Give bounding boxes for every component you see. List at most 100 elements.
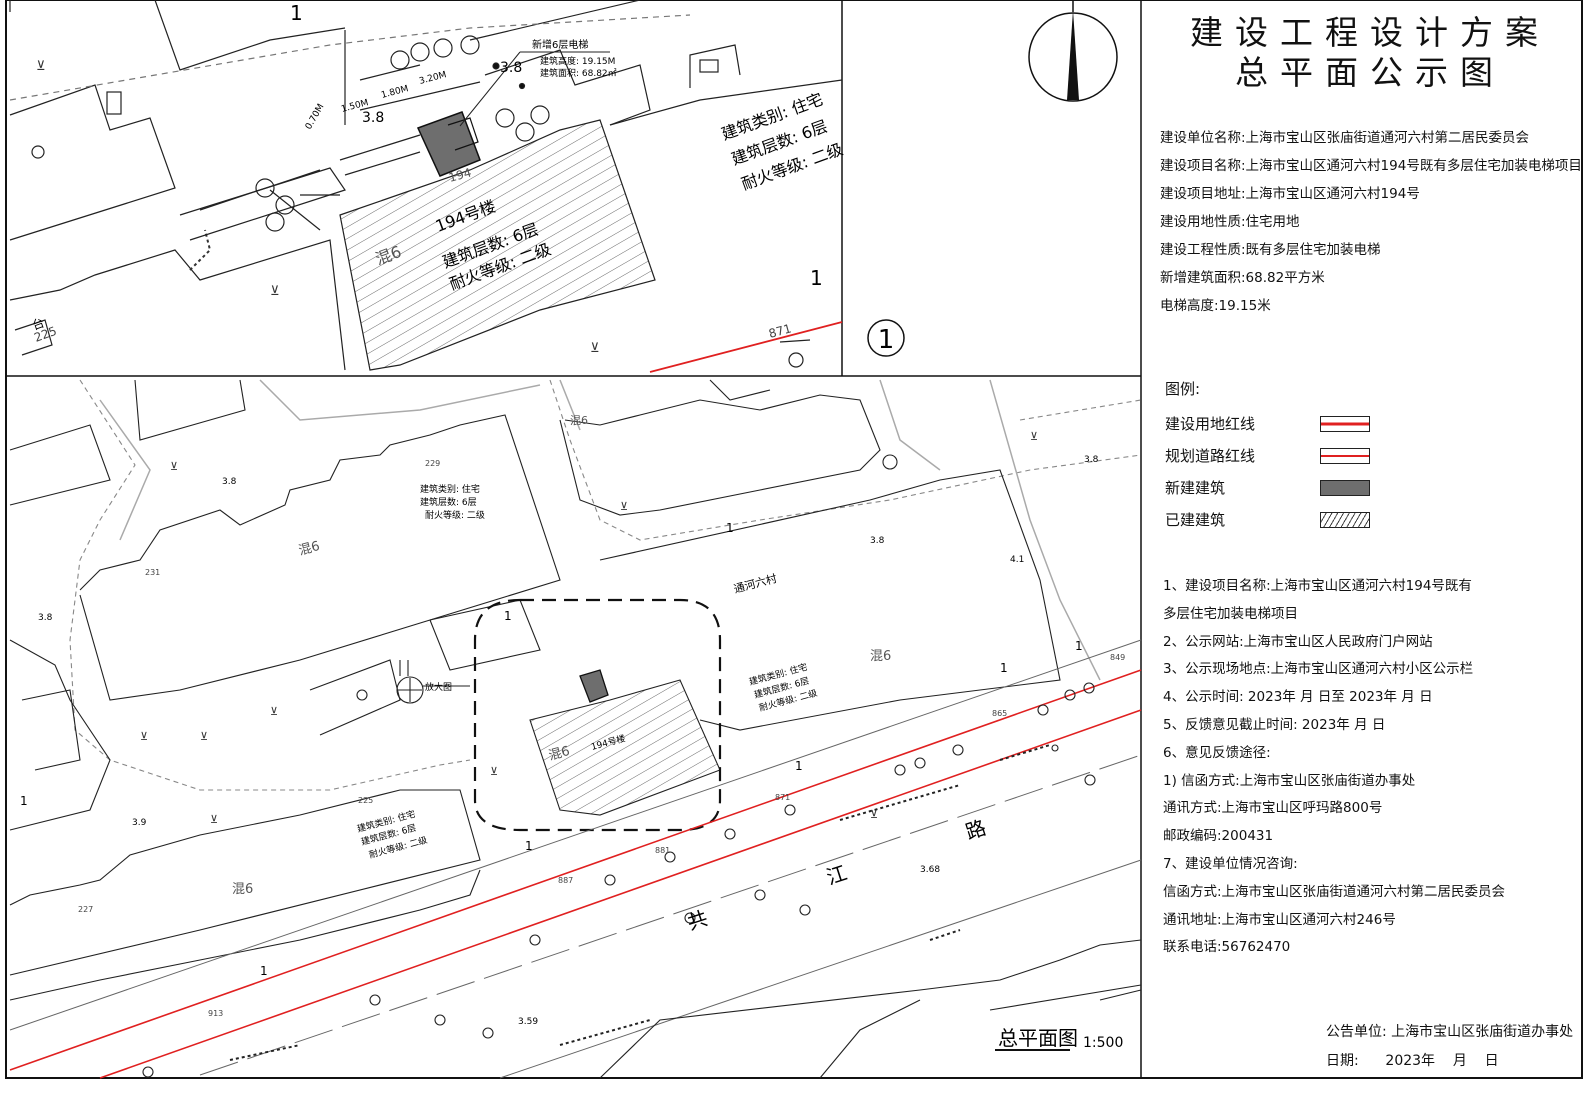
sheet-subtitle: 总平面公示图 xyxy=(1235,53,1505,92)
project-highlight-boundary xyxy=(473,598,722,832)
site-map xyxy=(9,379,1142,1079)
note-line: 1、建设项目名称:上海市宝山区通河六村194号既有 xyxy=(1163,578,1472,594)
structure-mark: 混6 xyxy=(870,649,891,664)
detail-index-circle xyxy=(867,319,905,357)
elevation-mark: 4.1 xyxy=(1010,555,1024,565)
info-line: 建设项目地址:上海市宝山区通河六村194号 xyxy=(1160,186,1420,202)
building-number: 227 xyxy=(78,905,93,914)
sheet-frame xyxy=(5,0,1583,1079)
elevation-mark: 3.8 xyxy=(222,477,237,487)
parcel-number: 1 xyxy=(504,609,512,623)
tree-symbol: ⊻ xyxy=(590,341,600,356)
legend-swatch-new-building xyxy=(1320,480,1370,496)
note-line: 3、公示现场地点:上海市宝山区通河六村小区公示栏 xyxy=(1163,661,1474,678)
tree-symbol: ⊻ xyxy=(620,500,628,513)
project-info: 建设单位名称:上海市宝山区张庙街道通河六村第二居民委员会 建设项目名称:上海市宝… xyxy=(1160,124,1582,320)
elevator-height: 建筑高度: 19.15M xyxy=(540,55,615,67)
parcel-number: 1 xyxy=(20,794,28,808)
new-elevator-block xyxy=(416,111,481,177)
info-line: 建设项目名称:上海市宝山区通河六村194号既有多层住宅加装电梯项目 xyxy=(1160,158,1582,174)
plan-title: 总平面图 xyxy=(998,1026,1078,1050)
publisher: 公告单位: 上海市宝山区张庙街道办事处 xyxy=(1326,1024,1574,1040)
legend-label: 新建建筑 xyxy=(1165,479,1226,497)
elevation-mark: 3.8 xyxy=(38,613,53,623)
building-number: 229 xyxy=(425,459,440,468)
detail-map xyxy=(9,0,843,373)
plan-scale: 1:500 xyxy=(1083,1035,1123,1051)
elevation-mark: 3.8 xyxy=(870,536,885,546)
dimension: 0.70M xyxy=(304,102,327,131)
building-type: 建筑类别: 住宅 xyxy=(420,483,480,495)
elevation-mark: 3.8 xyxy=(362,110,384,126)
north-arrow-icon xyxy=(1028,0,1118,102)
tree-symbol: ⊻ xyxy=(870,808,878,821)
legend-label: 规划道路红线 xyxy=(1165,447,1256,465)
detail-index-number: 1 xyxy=(878,325,895,355)
building-fire-grade: 耐火等级: 二级 xyxy=(425,509,485,521)
tree-symbol: ⊻ xyxy=(170,460,178,473)
building-floors: 建筑层数: 6层 xyxy=(420,496,477,508)
building-number: 194 xyxy=(447,165,473,184)
road-number: 887 xyxy=(558,876,573,885)
road-name: 共 江 路 xyxy=(684,797,1046,935)
parcel-number: 1 xyxy=(1000,661,1008,675)
info-line: 建设工程性质:既有多层住宅加装电梯 xyxy=(1160,242,1381,258)
tree-symbol: ⊻ xyxy=(1030,430,1038,443)
info-line: 建设用地性质:住宅用地 xyxy=(1160,214,1300,230)
info-line: 新增建筑面积:68.82平方米 xyxy=(1160,270,1325,286)
marker-label: 台 xyxy=(30,315,46,333)
sheet-title: 建设工程设计方案 xyxy=(1190,13,1550,52)
note-line: 多层住宅加装电梯项目 xyxy=(1163,605,1298,622)
tree-symbol: ⊻ xyxy=(200,730,208,743)
elevator-label: 新增6层电梯 xyxy=(532,38,588,51)
note-line: 2、公示网站:上海市宝山区人民政府门户网站 xyxy=(1163,633,1433,650)
elevation-mark: 3.9 xyxy=(132,818,147,828)
elevation-mark: 3.59 xyxy=(518,1017,538,1027)
tree-symbol: ⊻ xyxy=(270,284,280,299)
info-line: 建设单位名称:上海市宝山区张庙街道通河六村第二居民委员会 xyxy=(1160,130,1530,146)
tree-symbol: ⊻ xyxy=(490,765,498,778)
building-number: 231 xyxy=(145,568,160,577)
notice-date: 日期: 2023年 月 日 xyxy=(1326,1053,1499,1069)
road-number: 849 xyxy=(1110,653,1125,662)
note-line: 联系电话:56762470 xyxy=(1163,939,1291,956)
tree-symbol: ⊻ xyxy=(210,813,218,826)
dimension: 3.20M xyxy=(418,70,447,87)
enlarge-label: 放大图 xyxy=(425,681,452,693)
planned-road-red-line xyxy=(9,669,1142,1071)
structure-mark: 混6 xyxy=(547,744,571,764)
site-red-line xyxy=(99,709,1142,1079)
road-number: 881 xyxy=(655,846,670,855)
parcel-number: 1 xyxy=(260,964,268,978)
elevator-area: 建筑面积: 68.82㎡ xyxy=(540,67,617,79)
structure-mark: 混6 xyxy=(297,539,321,559)
elevation-mark: 3.68 xyxy=(920,865,940,875)
note-line: 4、公示时间: 2023年 月 日至 2023年 月 日 xyxy=(1163,689,1433,706)
note-line: 7、建设单位情况咨询: xyxy=(1163,855,1298,872)
note-line: 通讯方式:上海市宝山区呼玛路800号 xyxy=(1163,800,1383,817)
elevation-mark: 3.8 xyxy=(500,60,522,76)
note-line: 5、反馈意见截止时间: 2023年 月 日 xyxy=(1163,716,1386,733)
parcel-number: 1 xyxy=(525,839,533,853)
road-number: 913 xyxy=(208,1009,223,1018)
red-site-line xyxy=(649,321,843,373)
note-line: 邮政编码:200431 xyxy=(1163,828,1274,845)
note-line: 通讯地址:上海市宝山区通河六村246号 xyxy=(1163,911,1396,928)
info-line: 电梯高度:19.15米 xyxy=(1160,298,1271,314)
legend-heading: 图例: xyxy=(1165,380,1201,398)
elevation-mark: 3.8 xyxy=(1084,455,1099,465)
village-name: 通河六村 xyxy=(732,571,778,596)
tree-symbol: ⊻ xyxy=(140,730,148,743)
structure-mark: 混6 xyxy=(570,414,588,427)
legend-swatch-existing-building xyxy=(1320,512,1370,528)
parcel-number: 1 xyxy=(1075,639,1083,653)
note-line: 信函方式:上海市宝山区张庙街道通河六村第二居民委员会 xyxy=(1163,883,1506,900)
tree-symbol: ⊻ xyxy=(270,705,278,718)
legend-label: 已建建筑 xyxy=(1165,511,1226,529)
road-number: 871 xyxy=(775,793,790,802)
parcel-number: 1 xyxy=(795,759,803,773)
building-number: 225 xyxy=(358,796,373,805)
legend-swatch-site-redline xyxy=(1320,416,1370,432)
